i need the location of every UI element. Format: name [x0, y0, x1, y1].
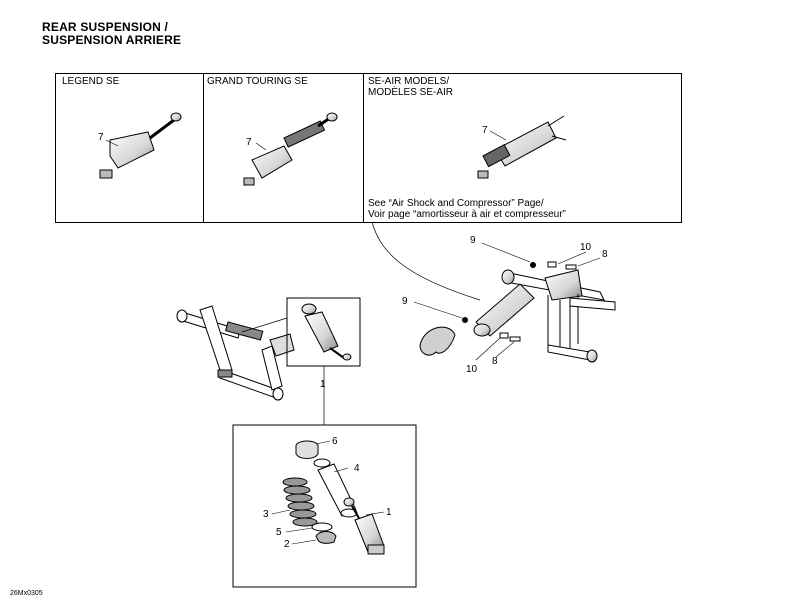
bolt-icon — [499, 261, 577, 342]
shock-detail-box — [286, 297, 361, 367]
exploded-view-box — [232, 424, 417, 588]
callout-6: 6 — [332, 436, 338, 447]
bracket-icon — [501, 269, 616, 363]
callout-4: 4 — [354, 463, 360, 474]
callout-1a: 1 — [320, 379, 326, 390]
detail-leader-line — [241, 317, 288, 333]
page-title-line2: SUSPENSION ARRIERE — [42, 33, 182, 47]
air-shock-reference-note: See “Air Shock and Compressor” Page/ Voi… — [368, 198, 566, 220]
callout-3: 3 — [263, 509, 269, 520]
callout-5: 5 — [276, 527, 282, 538]
panel-divider — [363, 74, 364, 222]
note-line1: See “Air Shock and Compressor” Page/ — [368, 198, 544, 209]
panel-divider — [203, 74, 204, 222]
callout-10b: 10 — [466, 364, 478, 375]
panel-label-se-air-line2: MODÈLES SE-AIR — [368, 87, 454, 98]
spring-icon — [282, 477, 318, 527]
callout-2: 2 — [284, 539, 290, 550]
air-shock-icon — [473, 283, 535, 337]
panel-label-se-air-line1: SE-AIR MODELS/ — [368, 76, 450, 87]
callout-leaders — [413, 242, 601, 361]
shock-absorber-icon — [301, 303, 352, 361]
nut-icon — [462, 262, 536, 323]
callout-1b: 1 — [386, 507, 392, 518]
model-variants-panel: LEGEND SE GRAND TOURING SE SE-AIR MODELS… — [55, 73, 682, 223]
retainer-icon — [311, 522, 337, 544]
callout-9a: 9 — [470, 235, 476, 246]
diagram-code: 26Mx0305 — [10, 590, 43, 597]
callout-9b: 9 — [402, 296, 408, 307]
note-line2: Voir page “amortisseur à air et compress… — [368, 209, 566, 220]
reference-leader-line — [371, 221, 481, 301]
callout-10a: 10 — [580, 242, 592, 253]
panel-label-grand-touring-se: GRAND TOURING SE — [207, 76, 308, 87]
page-title-line1: REAR SUSPENSION / — [42, 20, 169, 34]
callout-7c: 7 — [482, 125, 488, 136]
panel-label-se-air: SE-AIR MODELS/ MODÈLES SE-AIR — [368, 76, 453, 98]
panel-label-legend-se: LEGEND SE — [62, 76, 120, 87]
shock-absorber-icon — [99, 112, 182, 179]
cover-icon — [313, 458, 358, 518]
exploded-callout-leaders — [271, 440, 385, 545]
bumper-icon — [419, 326, 456, 356]
frame-icon — [176, 305, 295, 401]
air-shock-icon — [477, 115, 567, 179]
bumper-icon — [295, 440, 319, 459]
callout-7b: 7 — [246, 137, 252, 148]
shock-absorber-icon — [243, 112, 338, 186]
callout-8b: 8 — [492, 356, 498, 367]
callout-7a: 7 — [98, 132, 104, 143]
callout-8a: 8 — [602, 249, 608, 260]
shock-absorber-icon — [343, 497, 385, 555]
